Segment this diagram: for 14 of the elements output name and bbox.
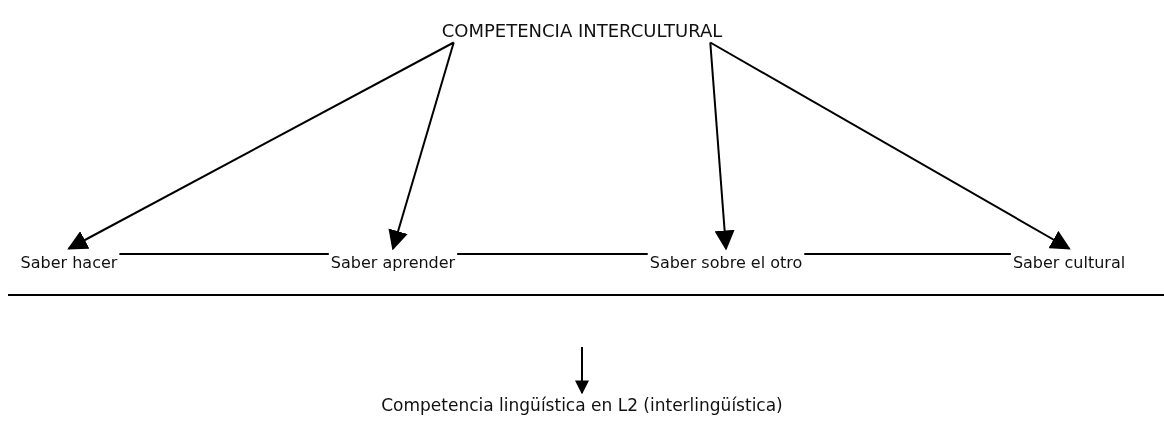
node-label: Saber cultural [1012,252,1126,272]
arrow [575,346,589,395]
node-label: Saber aprender [330,252,456,272]
connector-dash [118,253,330,255]
node-label: Saber sobre el otro [649,252,803,272]
node-label: COMPETENCIA INTERCULTURAL [441,19,723,41]
arrow [67,41,455,250]
node-label: Competencia lingüística en L2 (interlingüística) [381,395,783,415]
connector-dash [456,253,649,255]
arrow [709,41,1071,250]
connector-dash [803,253,1012,255]
arrow [709,41,735,251]
arrow [388,41,455,251]
node-label: Saber hacer [20,252,118,272]
